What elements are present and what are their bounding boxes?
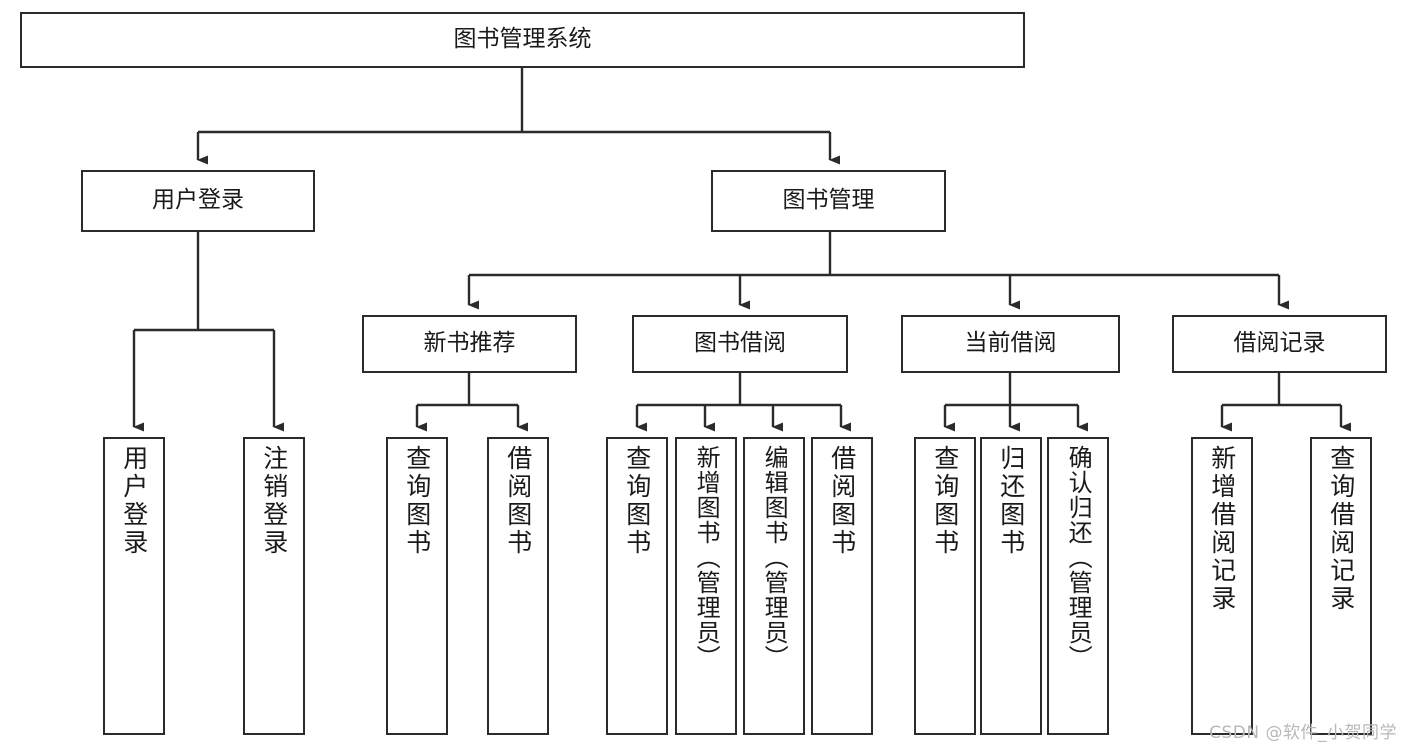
node-leaf-query-book-cb-label: 查询图书	[930, 445, 960, 557]
node-leaf-query-record[interactable]: 查询借阅记录	[1310, 437, 1372, 735]
node-leaf-query-record-label: 查询借阅记录	[1326, 445, 1356, 613]
node-leaf-return-book-label: 归还图书	[996, 445, 1026, 557]
node-leaf-logout[interactable]: 注销登录	[243, 437, 305, 735]
node-root-label: 图书管理系统	[453, 26, 592, 53]
node-leaf-edit-book-label: 编辑图书（管理员）	[760, 445, 789, 670]
node-leaf-add-record[interactable]: 新增借阅记录	[1191, 437, 1253, 735]
node-book-borrow[interactable]: 图书借阅	[632, 315, 848, 373]
node-leaf-query-book-rec-label: 查询图书	[402, 445, 432, 557]
node-leaf-borrow-book-bb-label: 借阅图书	[827, 445, 857, 557]
node-leaf-borrow-book-bb[interactable]: 借阅图书	[811, 437, 873, 735]
node-leaf-borrow-book-rec[interactable]: 借阅图书	[487, 437, 549, 735]
node-leaf-add-book[interactable]: 新增图书（管理员）	[675, 437, 737, 735]
node-leaf-query-book-bb-label: 查询图书	[622, 445, 652, 557]
node-new-book-recommend-label: 新书推荐	[423, 330, 516, 357]
node-leaf-borrow-book-rec-label: 借阅图书	[503, 445, 533, 557]
csdn-watermark: CSDN @软件_小贺同学	[1209, 723, 1397, 743]
node-borrow-record-label: 借阅记录	[1233, 330, 1326, 357]
node-leaf-query-book-rec[interactable]: 查询图书	[386, 437, 448, 735]
node-new-book-recommend[interactable]: 新书推荐	[362, 315, 577, 373]
node-book-manage[interactable]: 图书管理	[711, 170, 946, 232]
node-current-borrow-label: 当前借阅	[964, 330, 1057, 357]
node-leaf-confirm-return-label: 确认归还（管理员）	[1064, 445, 1093, 670]
node-leaf-confirm-return[interactable]: 确认归还（管理员）	[1047, 437, 1109, 735]
node-leaf-add-book-label: 新增图书（管理员）	[692, 445, 721, 670]
node-leaf-add-record-label: 新增借阅记录	[1207, 445, 1237, 613]
node-leaf-edit-book[interactable]: 编辑图书（管理员）	[743, 437, 805, 735]
node-leaf-query-book-bb[interactable]: 查询图书	[606, 437, 668, 735]
node-book-manage-label: 图书管理	[782, 187, 875, 214]
node-user-login[interactable]: 用户登录	[81, 170, 315, 232]
node-user-login-label: 用户登录	[152, 187, 244, 214]
node-leaf-user-login-label: 用户登录	[119, 445, 149, 557]
node-leaf-logout-label: 注销登录	[259, 445, 289, 557]
node-book-borrow-label: 图书借阅	[694, 330, 786, 357]
node-borrow-record[interactable]: 借阅记录	[1172, 315, 1387, 373]
node-leaf-query-book-cb[interactable]: 查询图书	[914, 437, 976, 735]
node-leaf-return-book[interactable]: 归还图书	[980, 437, 1042, 735]
node-leaf-user-login[interactable]: 用户登录	[103, 437, 165, 735]
node-current-borrow[interactable]: 当前借阅	[901, 315, 1120, 373]
node-root[interactable]: 图书管理系统	[20, 12, 1025, 68]
